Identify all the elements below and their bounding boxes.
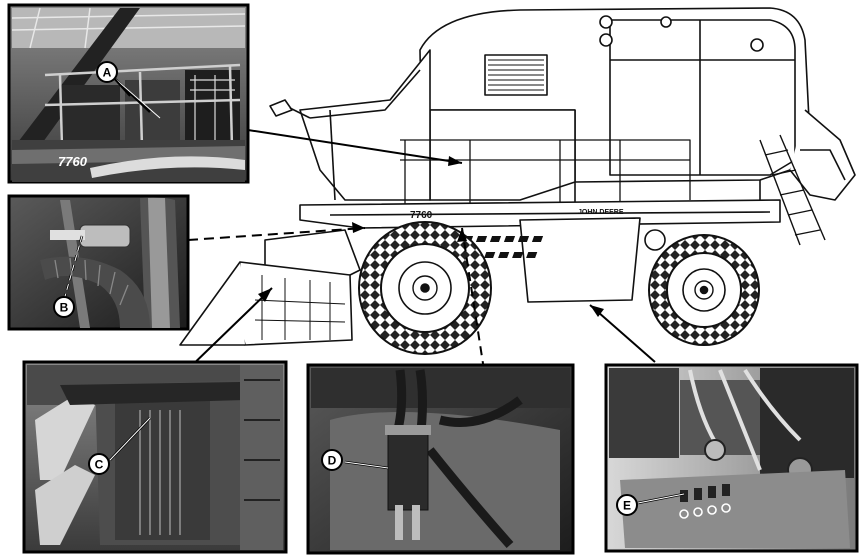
- arrowhead-a: [448, 156, 462, 166]
- leader-line-d: [461, 227, 485, 371]
- callout-label-c: C: [95, 458, 104, 472]
- operator-cab: [299, 49, 431, 201]
- arrowhead-d: [457, 228, 467, 242]
- cotton-picker-drawing: [179, 7, 856, 355]
- leader-line-a: [247, 129, 463, 164]
- inset-photo-e: E: [604, 363, 859, 553]
- callout-badge-d: [321, 449, 343, 471]
- leader-line-b: [187, 227, 366, 241]
- frame-brand-name: JOHN DEERE: [578, 209, 624, 216]
- arrowhead-b: [352, 222, 365, 233]
- leader-lines: [182, 129, 656, 375]
- callout-badge-a: [96, 61, 118, 83]
- front-wheel: [358, 221, 492, 355]
- leader-line-e: [589, 304, 656, 363]
- inset-photo-d: D: [306, 363, 575, 555]
- leader-line-c: [182, 287, 273, 375]
- inset-photo-c: C: [22, 360, 288, 554]
- rear-gate: [789, 109, 856, 201]
- row-unit-snout: [179, 261, 245, 346]
- arrowhead-c: [258, 288, 272, 302]
- callout-badge-b: [53, 296, 75, 318]
- callout-label-e: E: [623, 499, 631, 513]
- basket-door: [609, 19, 796, 176]
- frame-model-number: 7760: [410, 210, 433, 221]
- engine-housing: [429, 109, 576, 201]
- callout-badge-c: [88, 453, 110, 475]
- arrowhead-e: [590, 305, 604, 317]
- inset-photo-a: 7760 A: [7, 3, 250, 184]
- rear-ladder: [759, 134, 826, 246]
- side-tank: [519, 217, 641, 303]
- photo-a-model-number: 7760: [58, 154, 88, 169]
- rear-wheel: [648, 234, 760, 346]
- callout-label-b: B: [60, 301, 69, 315]
- callout-badge-e: [616, 494, 638, 516]
- inset-photo-b: B: [7, 194, 190, 331]
- callout-label-d: D: [328, 454, 337, 468]
- callout-label-a: A: [103, 66, 112, 80]
